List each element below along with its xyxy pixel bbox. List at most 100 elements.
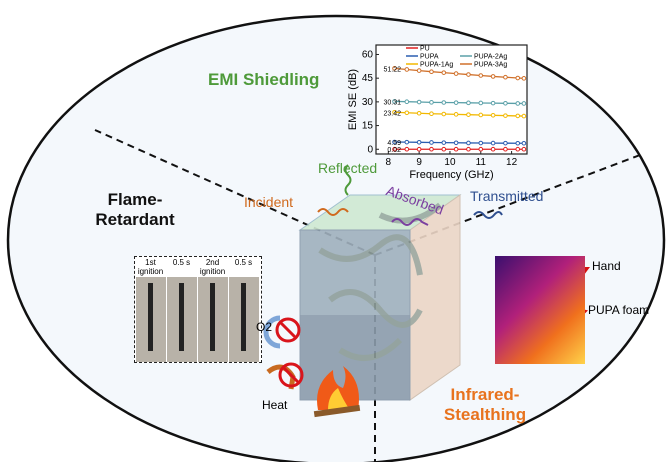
- photo-caption: 0.5 s: [172, 258, 191, 267]
- reflected-wave-icon: [344, 164, 352, 196]
- data-point: [453, 112, 459, 117]
- data-point: [515, 113, 521, 119]
- data-point: [503, 146, 508, 152]
- data-point: [503, 74, 508, 80]
- data-point: [521, 140, 527, 146]
- section-title-flame: Flame-Retardant: [95, 190, 175, 229]
- start-value-label: 4.59: [387, 140, 401, 147]
- data-point: [429, 140, 434, 145]
- data-point: [453, 140, 459, 146]
- flame-test-photos: 1st ignition 0.5 s 2nd ignition 0.5 s: [134, 256, 262, 363]
- data-point: [466, 146, 471, 152]
- data-point: [478, 100, 484, 106]
- data-point: [478, 112, 484, 118]
- y-tick-label: 0: [367, 144, 373, 155]
- data-point: [429, 69, 434, 74]
- data-point: [392, 99, 397, 104]
- data-point: [515, 146, 521, 152]
- y-tick-label: 15: [362, 121, 374, 132]
- start-value-label: 0.02: [387, 147, 401, 154]
- start-value-label: 30.31: [383, 99, 401, 106]
- data-point: [490, 100, 496, 106]
- legend-label: PUPA-1Ag: [420, 62, 453, 69]
- data-point: [429, 111, 434, 117]
- oxygen-label: O2: [256, 320, 273, 334]
- fire-icon: [313, 366, 361, 418]
- heat-label: Heat: [262, 398, 288, 412]
- y-axis-label: EMI SE (dB): [347, 69, 359, 130]
- data-point: [490, 112, 496, 118]
- chart-plot-area: [375, 44, 528, 155]
- x-tick-label: 9: [416, 157, 422, 168]
- data-point: [490, 146, 496, 152]
- data-point: [453, 100, 459, 105]
- data-point: [515, 101, 521, 106]
- transmitted-wave-icon: [473, 211, 503, 219]
- photo-caption: 2nd ignition: [199, 258, 226, 276]
- y-tick-label: 45: [362, 73, 374, 84]
- x-tick-label: 11: [476, 157, 487, 168]
- data-point: [416, 146, 422, 152]
- data-point: [490, 140, 496, 146]
- incident-label: Incident: [244, 194, 294, 210]
- data-point: [478, 140, 484, 146]
- absorbed-wave-icon: [391, 218, 429, 226]
- data-point: [453, 71, 459, 76]
- data-point: [429, 146, 434, 152]
- data-point: [404, 99, 410, 105]
- data-point: [392, 109, 397, 115]
- section-title-emi: EMI Shiedling: [208, 70, 320, 89]
- no-heat-icon: [266, 362, 304, 390]
- data-point: [515, 75, 521, 81]
- data-point: [466, 100, 471, 106]
- legend-label: PU: [420, 46, 430, 53]
- legend-label: PUPA-2Ag: [474, 54, 507, 61]
- data-point: [392, 139, 397, 145]
- data-point: [515, 140, 521, 146]
- data-point: [404, 139, 410, 145]
- data-point: [490, 74, 496, 79]
- data-point: [392, 146, 397, 152]
- data-point: [521, 113, 527, 119]
- no-oxygen-icon: [263, 315, 301, 349]
- foam-label: PUPA foam: [588, 303, 650, 317]
- section-title-infrared: Infrared-Stealthing: [443, 385, 527, 424]
- data-point: [441, 146, 447, 152]
- data-point: [503, 113, 508, 118]
- incident-wave-icon: [317, 208, 349, 216]
- data-point: [441, 111, 447, 117]
- start-value-label: 51.22: [383, 66, 401, 73]
- reflected-label: Reflected: [318, 160, 378, 176]
- data-point: [416, 99, 422, 105]
- data-point: [453, 146, 459, 152]
- data-point: [404, 110, 410, 116]
- data-point: [521, 146, 527, 152]
- data-point: [392, 66, 397, 71]
- data-point: [404, 146, 410, 152]
- y-tick-label: 30: [362, 97, 374, 108]
- y-tick-label: 60: [362, 49, 374, 60]
- data-point: [416, 140, 422, 145]
- data-point: [416, 68, 422, 73]
- x-axis-label: Frequency (GHz): [409, 169, 493, 181]
- data-point: [503, 140, 508, 146]
- photo-caption: 0.5 s: [234, 258, 253, 267]
- thermal-image: [495, 256, 585, 364]
- x-tick-label: 10: [444, 157, 456, 168]
- data-point: [441, 70, 447, 75]
- data-point: [404, 67, 410, 72]
- data-point: [429, 100, 434, 105]
- photo-caption: 1st ignition: [137, 258, 164, 276]
- data-point: [466, 72, 471, 77]
- legend-label: PUPA: [420, 54, 439, 61]
- legend-label: PUPA-3Ag: [474, 62, 507, 69]
- x-tick-label: 8: [386, 157, 392, 168]
- data-point: [466, 140, 471, 146]
- data-point: [521, 76, 527, 81]
- data-point: [478, 146, 484, 152]
- data-point: [521, 101, 527, 106]
- transmitted-label: Transmitted: [470, 188, 544, 204]
